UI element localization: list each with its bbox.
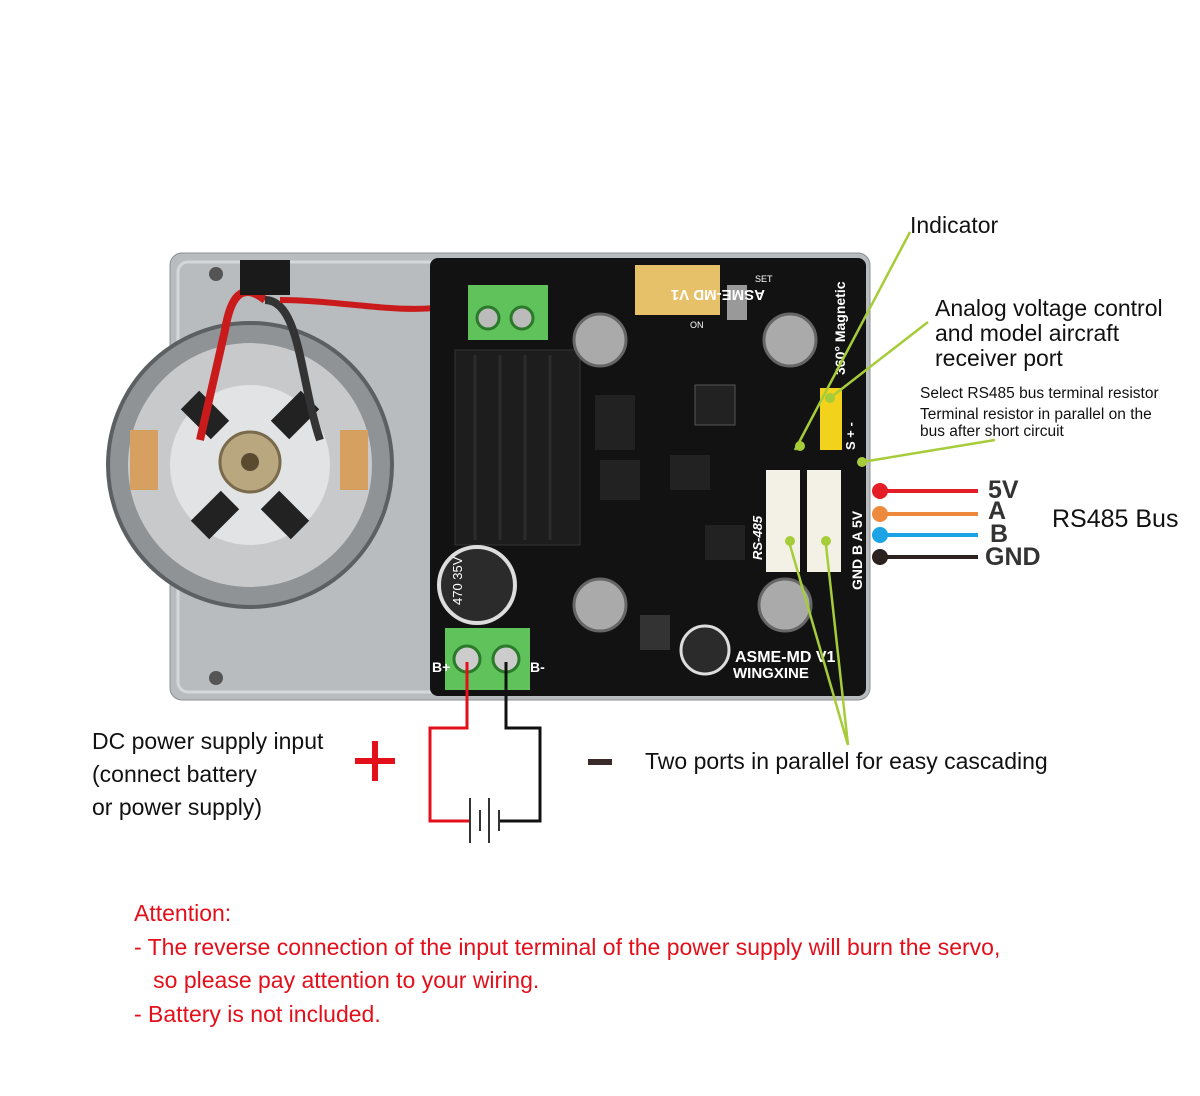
attention-notice: Attention: - The reverse connection of t…: [134, 897, 1000, 1031]
dc-input-callout: DC power supply input (connect battery o…: [92, 725, 323, 824]
attention-line: - The reverse connection of the input te…: [134, 933, 1001, 960]
indicator-callout: Indicator: [910, 212, 999, 238]
board-magnetic-label: 360° Magnetic: [832, 281, 848, 375]
board-servo-pins: S + -: [843, 422, 858, 450]
board-model: ASME-MD V1: [735, 649, 836, 666]
board-brand: WINGXINE: [733, 665, 809, 682]
parallel-ports-callout: Two ports in parallel for easy cascading: [645, 748, 1048, 774]
minus-sign: [588, 759, 612, 765]
set-label: SET: [755, 274, 773, 284]
rs485-bus-label: RS485 Bus: [1052, 505, 1179, 533]
attention-title: Attention:: [134, 900, 232, 926]
plus-sign: [355, 741, 395, 781]
callout-line: receiver port: [935, 345, 1063, 371]
callout-line: Analog voltage control: [935, 295, 1163, 321]
terminal-resistor-callout-title: Select RS485 bus terminal resistor: [920, 385, 1159, 402]
attention-line: so please pay attention to your wiring.: [134, 967, 540, 993]
board-rs485-label: RS-485: [750, 515, 765, 560]
callout-line: Terminal resistor in parallel on the: [920, 406, 1152, 423]
dip-on-label: ON: [690, 320, 704, 330]
rs485-port-1[interactable]: [766, 470, 800, 572]
callout-line: DC power supply input: [92, 728, 324, 754]
battery-circuit: [428, 662, 542, 843]
board-b-plus: B+: [432, 659, 450, 675]
capacitor-label: 470 35V: [450, 556, 465, 605]
bus-pin-a: A: [988, 497, 1007, 525]
board-b-minus: B-: [530, 659, 545, 675]
terminal-resistor-callout: Terminal resistor in parallel on the bus…: [920, 406, 1152, 440]
callout-line: and model aircraft: [935, 320, 1120, 346]
callout-line: (connect battery: [92, 761, 257, 787]
servo-header[interactable]: [820, 388, 842, 450]
rs485-port-2[interactable]: [807, 470, 841, 572]
callout-lines: [788, 231, 996, 746]
attention-line: - Battery is not included.: [134, 1000, 381, 1027]
callout-line: or power supply): [92, 794, 263, 820]
capacitor: [437, 545, 517, 625]
board-pin-labels: GND B A 5V: [849, 510, 865, 590]
bus-pin-5v: 5V: [988, 476, 1019, 504]
board-model-top: ASME-MD V1: [671, 286, 765, 303]
bus-pin-gnd: GND: [985, 543, 1041, 571]
bus-pin-b: B: [990, 520, 1009, 548]
analog-port-callout: Analog voltage control and model aircraf…: [935, 296, 1163, 371]
screw-hole: [209, 267, 223, 281]
callout-line: bus after short circuit: [920, 423, 1064, 440]
bus-wires: [872, 483, 978, 565]
